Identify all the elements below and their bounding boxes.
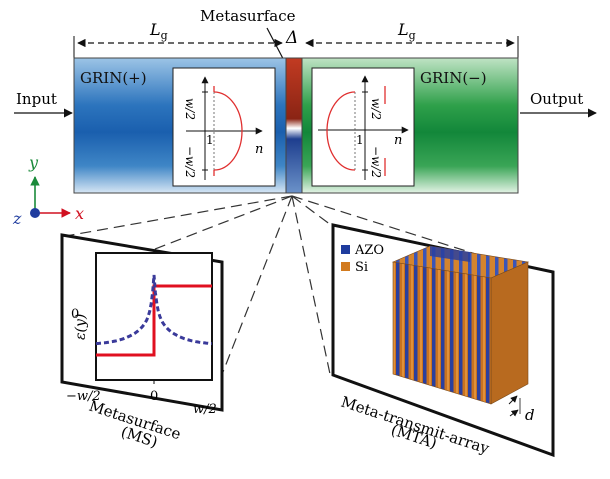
ms-xtick-left: −w/2	[66, 389, 101, 404]
y-axis-label: y	[28, 153, 39, 172]
mta-panel: AZO Si d	[331, 223, 555, 458]
grin-plus-label: GRIN(+)	[80, 69, 147, 87]
lg-dimension-left	[73, 36, 283, 58]
inset-left-one: 1	[206, 133, 214, 147]
inset-right-bottom-tick: −w/2	[369, 146, 383, 178]
ms-step-curve	[96, 284, 212, 357]
coordinate-axes: y x z	[12, 153, 84, 228]
ms-y-zero: 0	[71, 307, 79, 322]
x-axis-label: x	[75, 204, 84, 223]
zoom-projection-lines	[65, 195, 521, 401]
grin-plus-index-inset: w/2 −w/2 1 n	[172, 67, 276, 187]
inset-left-n-label: n	[255, 142, 263, 157]
legend-azo-swatch	[341, 245, 350, 254]
inset-left-bottom-tick: −w/2	[183, 146, 197, 178]
legend-si-swatch	[341, 262, 350, 271]
metasurface-slab	[285, 57, 303, 194]
output-label: Output	[530, 90, 583, 108]
inset-right-n-label: n	[394, 133, 402, 148]
metasurface-title: Metasurface	[200, 7, 296, 25]
ms-dashed-curve	[95, 274, 213, 346]
legend-si-label: Si	[355, 260, 368, 275]
inset-right-top-tick: w/2	[369, 98, 383, 120]
lg-right-label: Lg	[397, 20, 416, 42]
grin-minus-label: GRIN(−)	[420, 69, 487, 87]
ms-xtick-right: w/2	[193, 402, 217, 417]
lg-left-label: Lg	[149, 20, 168, 42]
grin-minus-index-inset: w/2 −w/2 1 n	[311, 67, 415, 187]
lg-dimension-right	[305, 36, 519, 58]
mta-d-label: d	[525, 406, 535, 424]
legend-azo-label: AZO	[354, 243, 384, 258]
mta-block-side	[490, 261, 529, 405]
inset-right-one: 1	[356, 133, 364, 147]
ms-xtick-mid: 0	[150, 389, 158, 404]
input-label: Input	[16, 90, 57, 108]
mta-block-front	[392, 261, 492, 405]
z-axis-label: z	[12, 209, 22, 228]
delta-symbol: Δ	[285, 28, 298, 48]
ms-y-axis-label: ε(y)	[73, 314, 89, 340]
inset-left-top-tick: w/2	[183, 98, 197, 120]
ms-panel: 0 ε(y) −w/2 0 w/2	[60, 233, 224, 417]
